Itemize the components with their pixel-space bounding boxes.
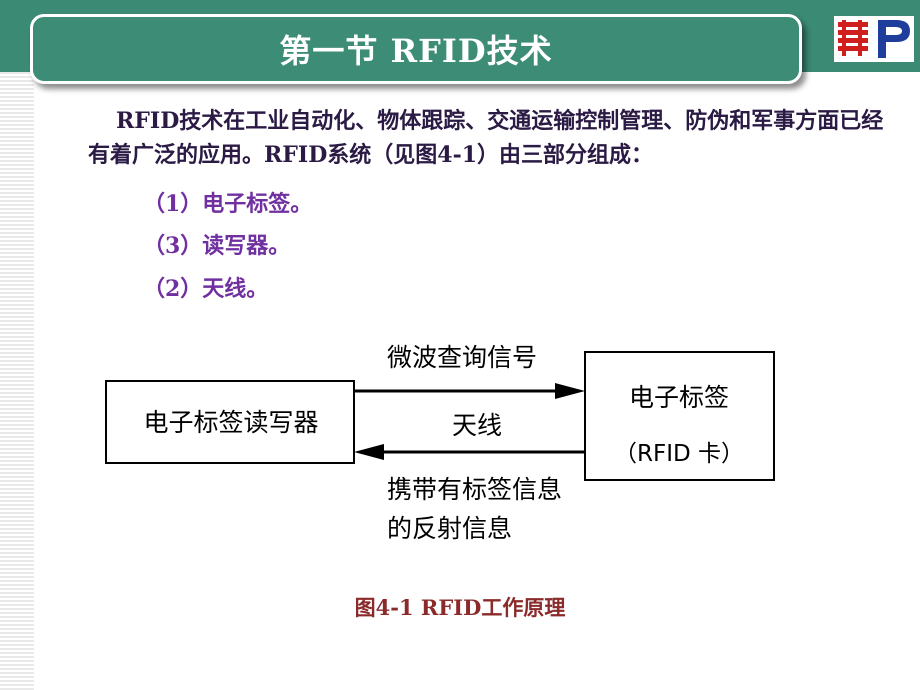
list-item-tag: （1）电子标签。 bbox=[143, 191, 313, 217]
publisher-logo-icon bbox=[834, 16, 914, 62]
reader-label: 电子标签读写器 bbox=[143, 408, 318, 437]
response-arrow-head-icon bbox=[354, 444, 384, 460]
query-signal-label: 微波查询信号 bbox=[387, 343, 537, 372]
response-label-line2: 的反射信息 bbox=[387, 514, 512, 543]
antenna-label: 天线 bbox=[452, 411, 502, 440]
tag-box bbox=[584, 351, 775, 481]
query-arrow-head-icon bbox=[555, 383, 585, 399]
figure-caption: 图4-1 RFID工作原理 bbox=[354, 595, 566, 620]
response-label-line1: 携带有标签信息 bbox=[387, 475, 562, 504]
list-item-reader: （3）读写器。 bbox=[143, 233, 291, 259]
slide-title: 第一节 RFID技术 bbox=[279, 32, 553, 70]
tag-sublabel: （RFID 卡） bbox=[614, 441, 744, 467]
tag-label: 电子标签 bbox=[629, 383, 729, 412]
left-decorative-stripe bbox=[0, 72, 34, 690]
reader-box bbox=[105, 380, 355, 464]
intro-text: RFID技术在工业自动化、物体跟踪、交通运输控制管理、防伪和军事方面已经有着广泛… bbox=[88, 108, 884, 168]
intro-paragraph: RFID技术在工业自动化、物体跟踪、交通运输控制管理、防伪和军事方面已经有着广泛… bbox=[88, 104, 888, 172]
list-item-antenna: （2）天线。 bbox=[143, 276, 269, 302]
title-banner: 第一节 RFID技术 bbox=[30, 14, 802, 84]
